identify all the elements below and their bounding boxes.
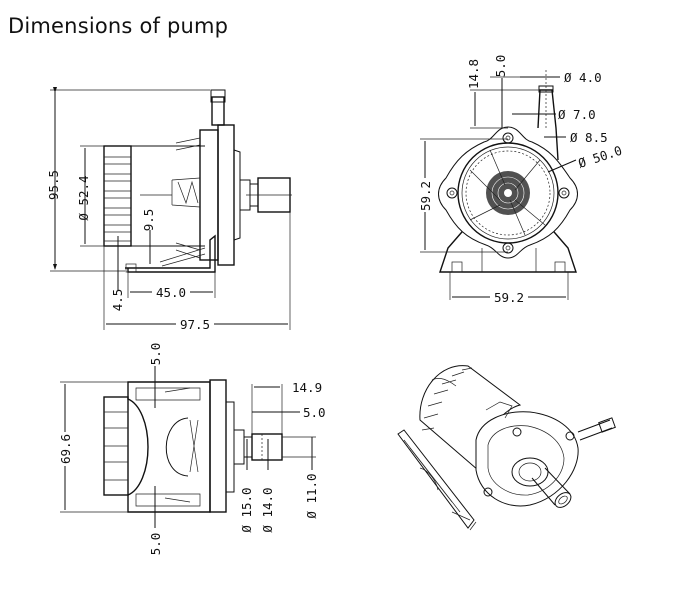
dim-offset-9-5: 9.5: [141, 209, 156, 232]
dim-inlet-length-14-9: 14.9: [292, 380, 322, 395]
dim-length-97-5: 97.5: [180, 317, 210, 332]
front-view: 14.8 5.0 Ø 4.0 Ø 7.0 Ø 8.5 Ø 50.0 59.2 5…: [418, 55, 624, 305]
dim-inlet-tip-5-0: 5.0: [303, 405, 326, 420]
dim-height-95-5: 95.5: [46, 170, 61, 200]
dim-base-diameter-8-5: Ø 8.5: [570, 130, 608, 145]
dim-diameter-11-0: Ø 11.0: [304, 473, 319, 518]
dim-diameter-14-0: Ø 14.0: [260, 487, 275, 532]
dim-tip-diameter-4-0: Ø 4.0: [564, 70, 602, 85]
dim-outlet-length-14-8: 14.8: [466, 59, 481, 89]
dim-top-width-69-6: 69.6: [58, 434, 73, 464]
dim-diameter-15-0: Ø 15.0: [239, 487, 254, 532]
dim-slot-bottom-5-0: 5.0: [148, 533, 163, 556]
dim-slot-top-5-0: 5.0: [148, 343, 163, 366]
top-view: 69.6 5.0 5.0 14.9 5.0 Ø 15.0 Ø 14.0 Ø 11…: [58, 343, 326, 556]
dim-diameter-52-4: Ø 52.4: [76, 175, 91, 220]
side-view: 95.5 Ø 52.4 9.5 4.5 45.0 97.5: [46, 87, 292, 332]
dim-housing-diameter-50-0: Ø 50.0: [576, 143, 624, 171]
dim-mount-45-0: 45.0: [156, 285, 186, 300]
dim-base-4-5: 4.5: [110, 289, 125, 312]
dim-tip-length-5-0: 5.0: [493, 55, 508, 78]
dim-front-height-59-2: 59.2: [418, 181, 433, 211]
dim-outlet-diameter-7-0: Ø 7.0: [558, 107, 596, 122]
page-title: Dimensions of pump: [8, 14, 229, 38]
dim-front-width-59-2: 59.2: [494, 290, 524, 305]
isometric-view: [397, 365, 616, 531]
